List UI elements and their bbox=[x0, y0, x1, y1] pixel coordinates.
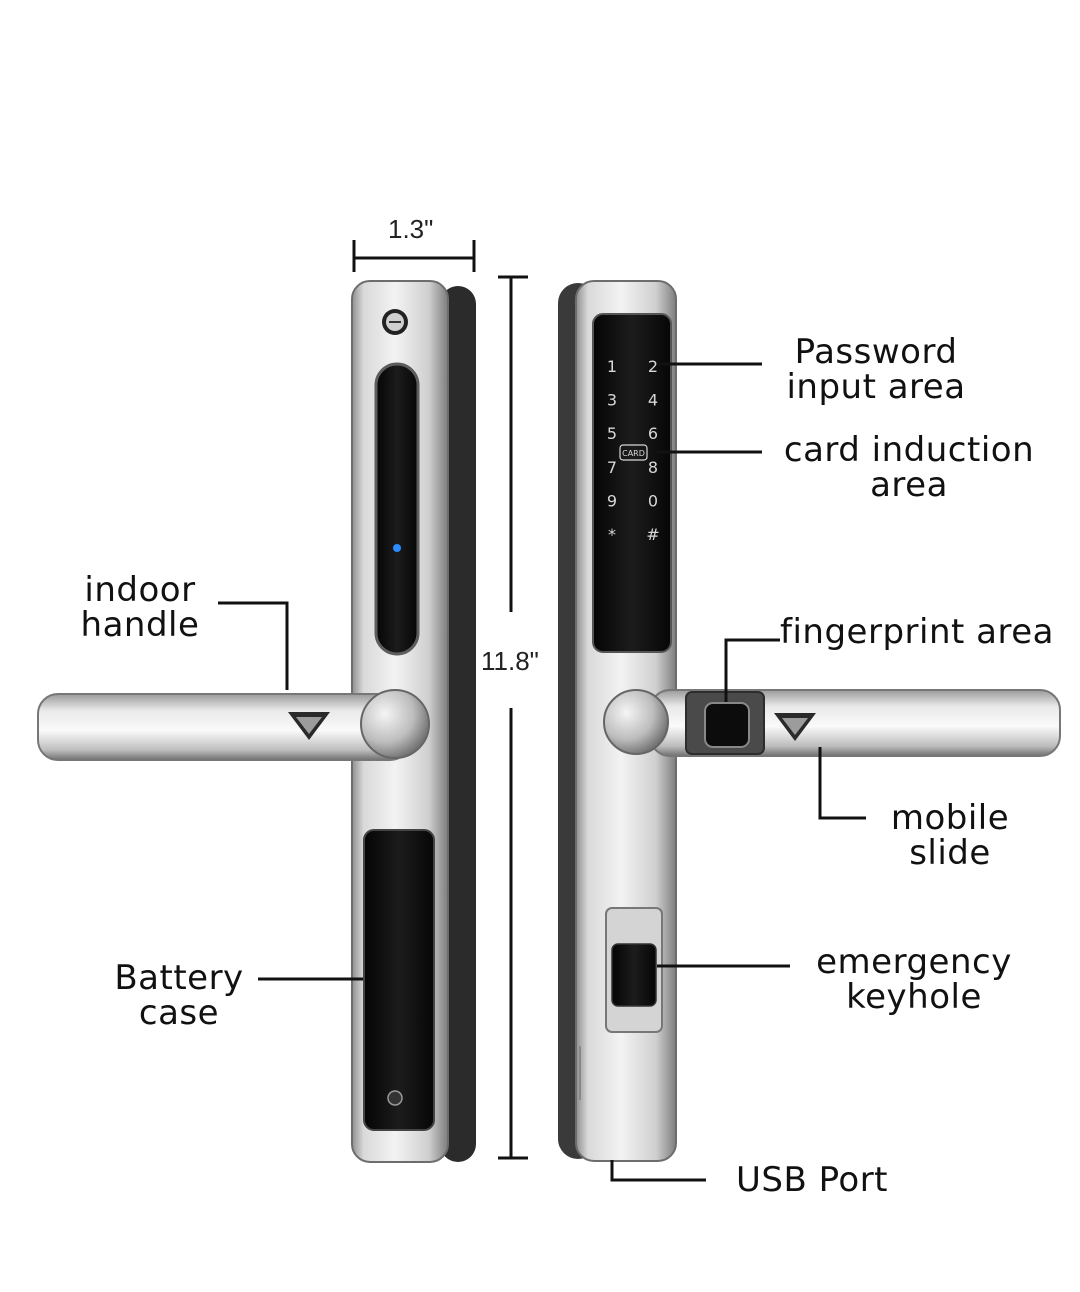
mobile-slide-label: mobile slide bbox=[890, 798, 1010, 873]
usb-port-label: USB Port bbox=[736, 1160, 889, 1200]
width-dimension-label: 1.3" bbox=[388, 214, 434, 244]
emergency-keyhole-label: emergency keyhole bbox=[816, 942, 1012, 1017]
keypad-key: 3 bbox=[607, 391, 617, 410]
indoor-handle-label: indoor handle bbox=[80, 570, 200, 645]
height-dimension-label: 11.8" bbox=[481, 646, 539, 676]
keypad-key: 7 bbox=[607, 458, 617, 477]
keypad: 1 2 3 4 5 6 7 8 9 0 * # bbox=[607, 357, 660, 544]
keypad-key: 1 bbox=[607, 357, 617, 376]
card-induction-label: card induction area bbox=[783, 430, 1035, 505]
leader-lines bbox=[218, 362, 866, 1182]
keypad-key: 0 bbox=[648, 491, 658, 510]
card-badge-text: CARD bbox=[622, 449, 645, 458]
status-led-icon bbox=[393, 544, 401, 552]
width-dimension bbox=[352, 240, 476, 272]
keypad-key: 6 bbox=[648, 424, 658, 443]
fingerprint-area-label: fingerprint area bbox=[780, 612, 1054, 652]
card-badge-icon: CARD bbox=[619, 444, 648, 461]
keypad-key: 8 bbox=[648, 458, 658, 477]
indoor-handle bbox=[37, 689, 430, 761]
keypad-key: 5 bbox=[607, 424, 617, 443]
keypad-key: 9 bbox=[607, 491, 617, 510]
keypad-panel bbox=[592, 313, 672, 653]
outdoor-handle bbox=[603, 689, 1061, 757]
height-dimension bbox=[498, 275, 528, 1160]
password-input-label: Password input area bbox=[786, 332, 966, 407]
battery-case-label: Battery case bbox=[114, 958, 244, 1033]
keypad-key: 4 bbox=[648, 391, 658, 410]
keypad-key: * bbox=[608, 525, 616, 544]
fingerprint-sensor-icon bbox=[704, 702, 750, 748]
keypad-key: # bbox=[646, 525, 659, 544]
keypad-key: 2 bbox=[648, 357, 658, 376]
